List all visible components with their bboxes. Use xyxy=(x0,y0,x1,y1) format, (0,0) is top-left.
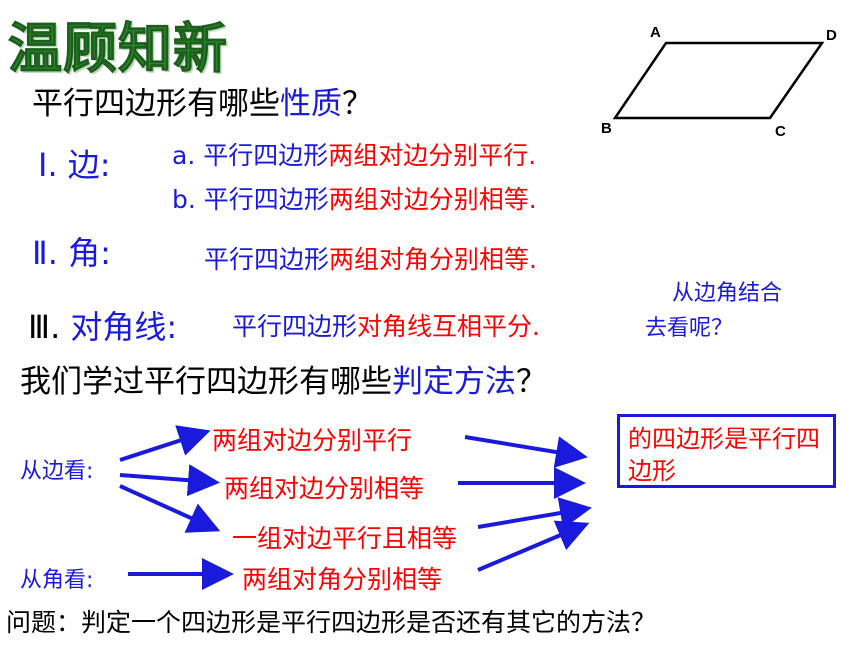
vertex-label-c: C xyxy=(775,123,786,140)
criterion-2: 两组对边分别相等 xyxy=(224,474,425,503)
hint-line-2: 去看呢？ xyxy=(645,316,734,341)
arrow-sides-to-criterion-3 xyxy=(119,484,221,533)
criterion-4: 两组对角分别相等 xyxy=(242,565,443,594)
conclusion-box: 的四边形是平行四边形 xyxy=(617,414,836,488)
vertex-label-a: A xyxy=(650,24,661,41)
vertex-label-b: B xyxy=(601,120,612,137)
arrow-criterion-1-to-conclusion xyxy=(464,435,588,468)
diagonals-heading: Ⅲ. 对角线: xyxy=(28,308,178,346)
parallelogram-shape xyxy=(612,41,825,120)
sides-item-a: a. 平行四边形两组对边分别平行. xyxy=(172,141,537,170)
arrow-sides-to-criterion-1 xyxy=(119,425,211,462)
criterion-1: 两组对边分别平行 xyxy=(212,426,413,455)
arrow-criterion-3-to-conclusion xyxy=(477,497,592,529)
diagonals-item: 平行四边形对角线互相平分. xyxy=(232,312,540,341)
question-properties: 平行四边形有哪些性质？ xyxy=(32,86,373,122)
criterion-3: 一组对边平行且相等 xyxy=(232,524,458,553)
vertex-label-d: D xyxy=(826,27,837,44)
angles-item: 平行四边形两组对角分别相等. xyxy=(204,245,537,274)
from-angles-label: 从角看: xyxy=(20,568,94,593)
angles-heading: Ⅱ. 角: xyxy=(32,234,111,272)
hint-line-1: 从边角结合 xyxy=(672,281,783,306)
sides-item-b: b. 平行四边形两组对边分别相等. xyxy=(172,185,537,214)
question-criteria: 我们学过平行四边形有哪些判定方法？ xyxy=(20,364,547,400)
arrow-sides-to-criterion-2 xyxy=(119,464,220,497)
sides-heading: Ⅰ. 边: xyxy=(38,146,111,184)
bottom-question: 问题：判定一个四边形是平行四边形是否还有其它的方法？ xyxy=(6,608,657,637)
arrow-criterion-4-to-conclusion xyxy=(477,520,590,572)
slide-title: 温顾知新 xyxy=(8,17,228,81)
from-sides-label: 从边看: xyxy=(20,459,94,484)
